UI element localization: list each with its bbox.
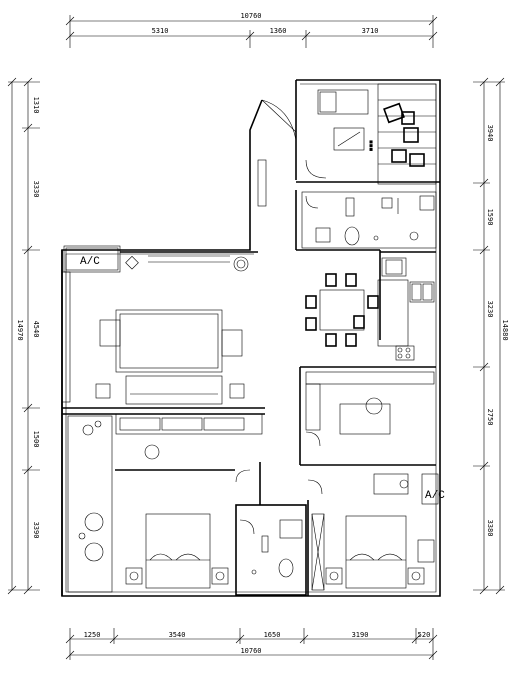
center-bathroom	[239, 519, 303, 578]
top-bathroom	[301, 191, 437, 249]
dim-right-5: 3380	[486, 520, 494, 537]
living-room	[95, 255, 249, 405]
walls	[61, 79, 441, 597]
dim-bottom-4: 3190	[352, 631, 369, 639]
study	[305, 371, 435, 447]
dim-bottom-1: 1250	[84, 631, 101, 639]
entry-door	[257, 99, 297, 207]
dim-bottom-5: 520	[418, 631, 431, 639]
dim-right-3: 3230	[486, 301, 494, 318]
dim-right-1: 3940	[486, 125, 494, 142]
ac-label-right: A/C	[425, 490, 445, 502]
bottom-right-bedroom	[307, 473, 435, 591]
top-bedroom: ■■■	[305, 83, 437, 185]
dim-left-3: 4540	[32, 321, 40, 338]
dim-bottom-3: 1650	[264, 631, 281, 639]
dim-right-4: 2750	[486, 409, 494, 426]
storage-strip	[115, 413, 263, 483]
dim-right-total: 14880	[501, 319, 509, 340]
dim-top-2: 1360	[270, 27, 287, 35]
top-bedroom-label: ■■■	[369, 140, 374, 152]
ac-label-left: A/C	[80, 256, 100, 268]
right-dimensions: 3940 1590 3230 2750 3380 14880	[473, 77, 509, 595]
dim-top-3: 3710	[362, 27, 379, 35]
dim-right-2: 1590	[486, 209, 494, 226]
dim-left-5: 3390	[32, 522, 40, 539]
dim-left-4: 1500	[32, 431, 40, 448]
dim-bottom-2: 3540	[169, 631, 186, 639]
ac-units: A/C A/C	[65, 247, 445, 505]
dim-left-total: 14970	[16, 319, 24, 340]
dim-top-1: 5310	[152, 27, 169, 35]
left-dimensions: 14970 1310 3330 4540 1500 3390	[7, 77, 40, 595]
dim-left-1: 1310	[32, 97, 40, 114]
dim-overall-bottom: 10760	[240, 647, 261, 655]
kitchen-dining	[305, 257, 435, 361]
dim-left-2: 3330	[32, 181, 40, 198]
left-balcony	[67, 415, 113, 593]
top-dimensions: 10760 5310 1360 3710	[65, 12, 438, 48]
dim-overall-top: 10760	[240, 12, 261, 20]
bottom-left-bedroom	[125, 513, 229, 589]
bottom-dimensions: 1250 3540 1650 3190 520 10760	[65, 628, 438, 660]
